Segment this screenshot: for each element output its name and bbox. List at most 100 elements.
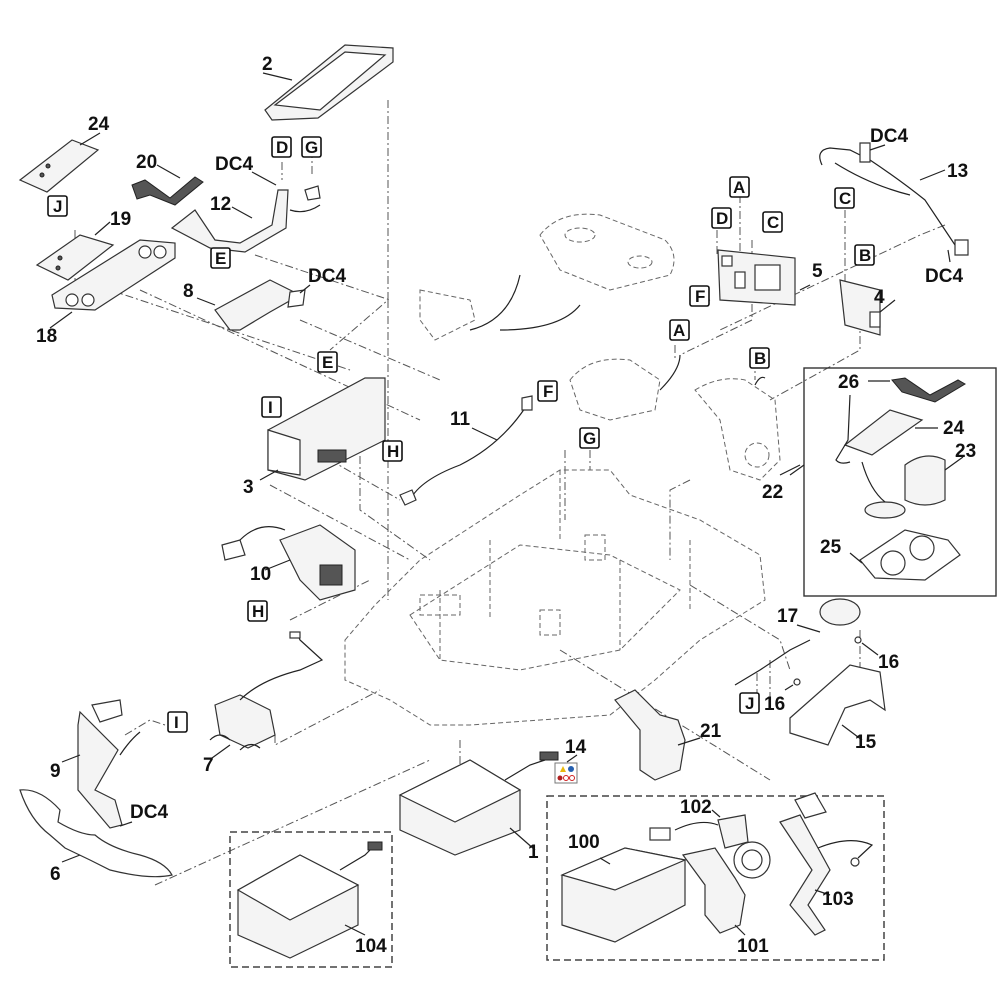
part-number-12: 12 [210, 194, 231, 215]
ref-b-top: B [854, 244, 875, 266]
ref-b-mid: B [749, 347, 770, 369]
part-number-16-left: 16 [764, 694, 785, 715]
part-10-drive-unit [221, 524, 356, 601]
ref-a-top: A [729, 176, 750, 198]
part-9-flat-cable [61, 699, 141, 829]
part-number-3: 3 [243, 477, 254, 498]
part-number-18: 18 [36, 326, 57, 347]
part-number-22: 22 [762, 482, 783, 503]
part-4-pcb [839, 279, 896, 336]
part-18-tray [49, 239, 176, 329]
part-24-pcb [18, 132, 101, 193]
part-number-26: 26 [838, 372, 859, 393]
connector-label-dc4-12: DC4 [215, 154, 253, 175]
part-103-flat-cable [779, 792, 874, 936]
part-13-harness [819, 142, 969, 263]
svg-text:G: G [583, 429, 596, 448]
ref-j-16: J [739, 692, 760, 714]
ref-h-3: H [382, 440, 403, 462]
part-number-7: 7 [203, 755, 214, 776]
ref-f-11: F [537, 380, 558, 402]
inset-frame-100-103 [546, 795, 885, 961]
svg-text:J: J [53, 197, 62, 216]
ref-f-5: F [689, 285, 710, 307]
svg-text:H: H [387, 442, 399, 461]
part-5-pcb [717, 249, 811, 306]
part-7-bracket [209, 631, 324, 759]
ref-e-12: E [210, 247, 231, 269]
part-102-bracket [649, 809, 771, 879]
no-feet-icon [569, 775, 575, 781]
part-number-20: 20 [136, 152, 157, 173]
part-16-screw-right [854, 636, 879, 656]
part-16-screw-left [784, 678, 801, 691]
svg-text:E: E [215, 249, 226, 268]
svg-text:F: F [695, 287, 705, 306]
part-number-9: 9 [50, 761, 61, 782]
part-number-1: 1 [528, 842, 539, 863]
svg-text:I: I [268, 398, 273, 417]
part-number-100: 100 [568, 832, 600, 853]
part-19-pcb [35, 221, 115, 281]
inset-frame-22-26 [789, 367, 997, 597]
chassis-ghost [344, 469, 766, 726]
part-3-bracket [259, 377, 386, 481]
connector-label-dc4-8: DC4 [308, 266, 346, 287]
part-22-motor [694, 376, 801, 481]
ref-j-19: J [47, 195, 68, 217]
part-number-101: 101 [737, 936, 769, 957]
ref-c-13: C [834, 187, 855, 209]
svg-text:G: G [305, 138, 318, 157]
svg-text:C: C [839, 189, 851, 208]
part-number-25: 25 [820, 537, 842, 558]
part-6-plate [19, 789, 173, 878]
ref-a-mid: A [669, 319, 690, 341]
ref-i-3: I [261, 396, 282, 418]
wheel-motor-left [569, 354, 681, 421]
part-number-6: 6 [50, 864, 61, 885]
part-number-11: 11 [450, 409, 471, 430]
part-17-sensor [734, 598, 861, 686]
part-number-104: 104 [355, 936, 387, 957]
part-number-23: 23 [955, 441, 976, 462]
part-number-5: 5 [812, 261, 823, 282]
svg-text:C: C [767, 213, 779, 232]
connector-label-dc4-13-bottom: DC4 [925, 266, 963, 287]
connector-label-dc4-13-top: DC4 [870, 126, 908, 147]
part-15-bracket [789, 664, 886, 746]
part-12-ribbon-cable [170, 171, 321, 253]
warning-triangle-icon [560, 766, 566, 772]
connector-label-dc4-9: DC4 [130, 802, 168, 823]
part-100-battery-pack [560, 847, 688, 943]
svg-text:J: J [745, 694, 754, 713]
part-101-holder [681, 847, 746, 936]
svg-text:I: I [174, 713, 179, 732]
part-24-inset-pcb [835, 394, 938, 464]
ref-g-chassis: G [579, 427, 600, 449]
part-number-19: 19 [110, 209, 131, 230]
part-number-102: 102 [680, 797, 712, 818]
part-number-8: 8 [183, 281, 194, 302]
part-number-10: 10 [250, 564, 271, 585]
part-number-24-top: 24 [88, 114, 110, 135]
part-number-15: 15 [855, 732, 877, 753]
inset-frame-104 [229, 831, 393, 968]
svg-text:H: H [252, 602, 264, 621]
part-number-21: 21 [700, 721, 722, 742]
part-104-battery [236, 841, 383, 959]
part-14-warning-label [554, 754, 578, 784]
reference-letters: D G J E A D C F C B A B E I F G H H J I [47, 136, 875, 733]
part-number-4: 4 [874, 287, 885, 308]
part-number-14: 14 [565, 737, 587, 758]
part-25-plate [849, 529, 961, 581]
part-23-motor [861, 455, 964, 519]
svg-text:E: E [322, 353, 333, 372]
part-26-flat-cable [868, 377, 966, 403]
part-number-13: 13 [947, 161, 968, 182]
part-11-cable [399, 395, 533, 506]
no-hands-icon [557, 775, 563, 781]
svg-text:B: B [754, 349, 766, 368]
ref-c-5: C [762, 211, 783, 233]
control-panel-ghost [419, 213, 675, 341]
